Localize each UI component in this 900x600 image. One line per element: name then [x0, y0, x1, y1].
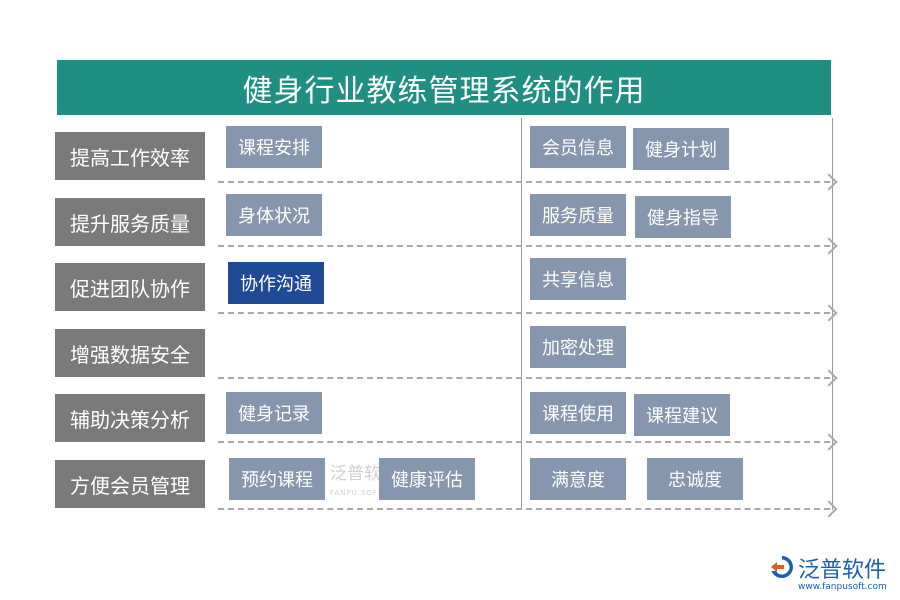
tag-shared-info: 共享信息	[530, 258, 626, 300]
tag-encryption: 加密处理	[530, 326, 626, 368]
tag-collaboration-communication: 协作沟通	[228, 262, 324, 304]
arrow-head-icon	[820, 433, 838, 451]
arrow-head-icon	[820, 173, 838, 191]
row-label-decision-analysis: 辅助决策分析	[55, 394, 205, 442]
brand-url: www.fanpusoft.com	[798, 582, 887, 592]
tag-fitness-records: 健身记录	[226, 392, 322, 434]
row-label-team-collaboration: 促进团队协作	[55, 263, 205, 311]
tag-course-schedule: 课程安排	[226, 126, 322, 168]
tag-loyalty: 忠诚度	[647, 458, 743, 500]
row-arrow-line	[218, 508, 830, 510]
tag-physical-condition: 身体状况	[226, 194, 322, 236]
tag-book-course: 预约课程	[229, 458, 325, 500]
arrow-head-icon	[820, 369, 838, 387]
row-arrow-line	[218, 441, 830, 443]
row-label-data-security: 增强数据安全	[55, 329, 205, 377]
arrow-head-icon	[820, 237, 838, 255]
row-label-efficiency: 提高工作效率	[55, 132, 205, 180]
watermark-logo: 泛普软 FANPU SOFT	[330, 464, 384, 498]
tag-course-suggestion: 课程建议	[634, 394, 730, 436]
tag-course-usage: 课程使用	[530, 392, 626, 434]
row-arrow-line	[218, 245, 830, 247]
brand-name: 泛普软件	[798, 558, 887, 583]
arrow-head-icon	[820, 304, 838, 322]
row-label-member-management: 方便会员管理	[55, 460, 205, 508]
row-label-service-quality: 提升服务质量	[55, 198, 205, 246]
tag-member-info: 会员信息	[530, 126, 626, 168]
divider-right	[832, 118, 833, 510]
row-arrow-line	[218, 312, 830, 314]
tag-satisfaction: 满意度	[530, 458, 626, 500]
tag-fitness-plan: 健身计划	[633, 128, 729, 170]
tag-fitness-guidance: 健身指导	[635, 196, 731, 238]
diagram-title: 健身行业教练管理系统的作用	[57, 60, 831, 115]
tag-health-assessment: 健康评估	[379, 458, 475, 500]
row-arrow-line	[218, 181, 830, 183]
arrow-head-icon	[820, 500, 838, 518]
tag-service-quality: 服务质量	[530, 194, 626, 236]
fanpu-logo-icon	[771, 556, 793, 578]
brand-logo: 泛普软件 www.fanpusoft.com	[768, 551, 894, 595]
row-arrow-line	[218, 377, 830, 379]
divider-center	[521, 118, 522, 510]
